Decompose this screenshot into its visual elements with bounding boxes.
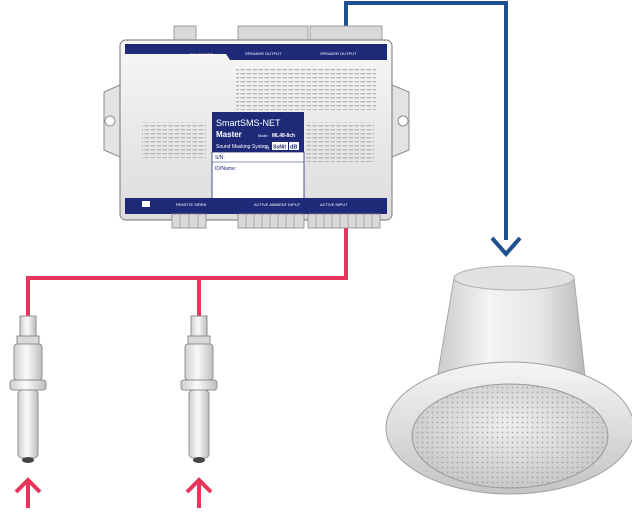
label-24v-power: 24V POWER: [190, 52, 213, 57]
arrow-up-icon: [185, 477, 213, 508]
product-label: SmartSMS-NET Master Model ML48-8ch Sound…: [212, 112, 304, 152]
arrow-down-icon: [490, 236, 522, 258]
brand-db: dB: [290, 145, 297, 151]
usb-port-icon: [142, 201, 150, 207]
product-variant: Master: [216, 130, 242, 139]
vent-area-right: [306, 122, 374, 162]
sensor-wire-a: [26, 228, 348, 318]
brand-by: by: [265, 145, 269, 150]
ambient-sensor-left: [9, 315, 47, 463]
brand-logo-box: [272, 142, 288, 150]
ambient-sensor-right: [180, 315, 218, 463]
label-active-input: ACTIVE INPUT: [320, 202, 348, 207]
product-subtitle: Sound Masking System: [216, 144, 269, 150]
product-name: SmartSMS-NET: [216, 118, 281, 128]
label-active-ambient-input: ACTIVE AMBIENT INPUT: [254, 202, 301, 207]
bottom-terminal-blocks: [171, 213, 381, 229]
ceiling-speaker: [385, 265, 632, 495]
label-speaker-output-a: SPEAKER OUTPUT: [245, 51, 282, 56]
speaker-connection-line: [344, 1, 508, 240]
label-remote-siren: REMOTE SIREN: [176, 202, 207, 207]
model-prefix: Model: [258, 134, 268, 138]
speaker-grille: [412, 384, 608, 488]
speaker-wire: [344, 1, 508, 240]
model-code: ML48-8ch: [272, 133, 295, 139]
serial-number-label: S/N:: [215, 155, 225, 161]
arrow-up-icon: [14, 477, 42, 508]
label-speaker-output-b: SPEAKER OUTPUT: [320, 51, 357, 56]
smartsms-controller: 24V POWER SPEAKER OUTPUT SPEAKER OUTPUT …: [103, 25, 410, 229]
sensor-connection-line: [26, 228, 348, 318]
vent-area-left: [142, 122, 206, 158]
spec-print-area: [236, 68, 376, 110]
brand-sonit: SoNit: [273, 145, 286, 151]
id-name-label: ID/Name:: [215, 166, 236, 172]
